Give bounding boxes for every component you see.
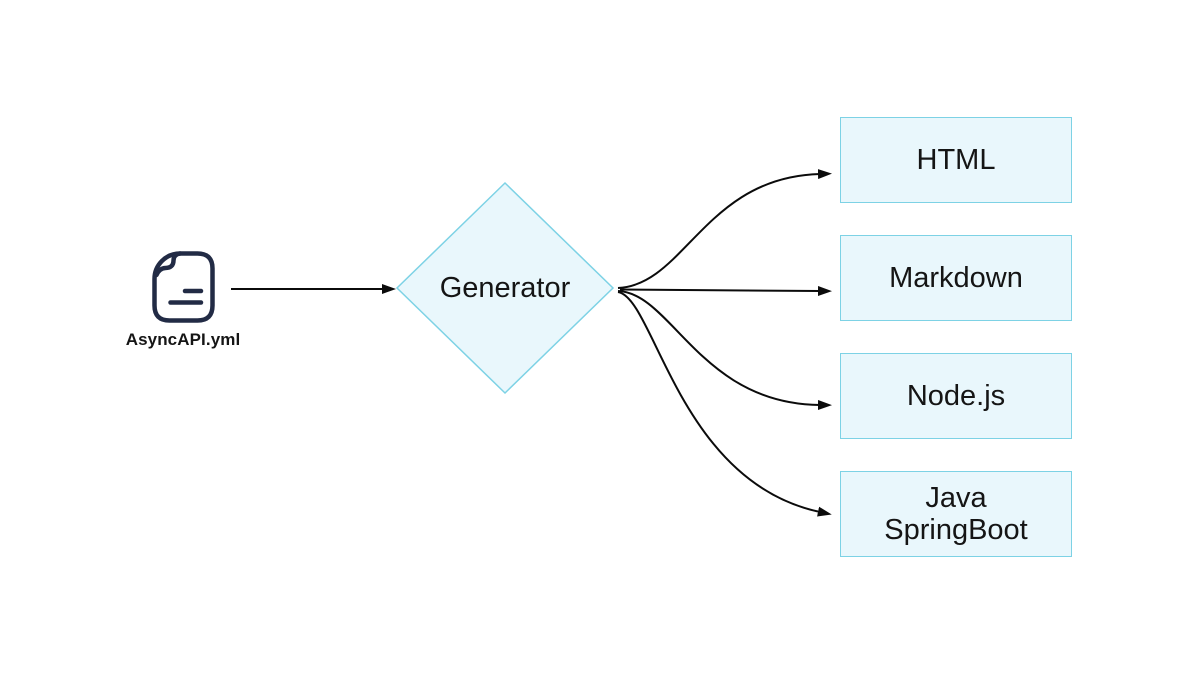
output-box-nodejs: Node.js [840, 353, 1072, 439]
source-label: AsyncAPI.yml [125, 330, 241, 349]
output-label: Java SpringBoot [884, 481, 1028, 546]
output-label: Node.js [906, 379, 1006, 412]
generator-diamond [395, 181, 615, 395]
source-node: AsyncAPI.yml [100, 251, 266, 350]
output-box-markdown: Markdown [840, 235, 1072, 321]
arrow-generator-to-java-springboot [617, 291, 832, 517]
output-box-html: HTML [840, 117, 1072, 203]
file-icon [151, 251, 215, 323]
output-box-java-springboot: Java SpringBoot [840, 471, 1072, 557]
output-label: HTML [916, 143, 996, 176]
arrow-generator-to-nodejs [617, 290, 832, 410]
arrow-generator-to-html [617, 169, 832, 289]
output-label: Markdown [889, 261, 1023, 294]
arrow-generator-to-markdown [619, 285, 832, 296]
generator-node-label: Generator [439, 271, 571, 304]
